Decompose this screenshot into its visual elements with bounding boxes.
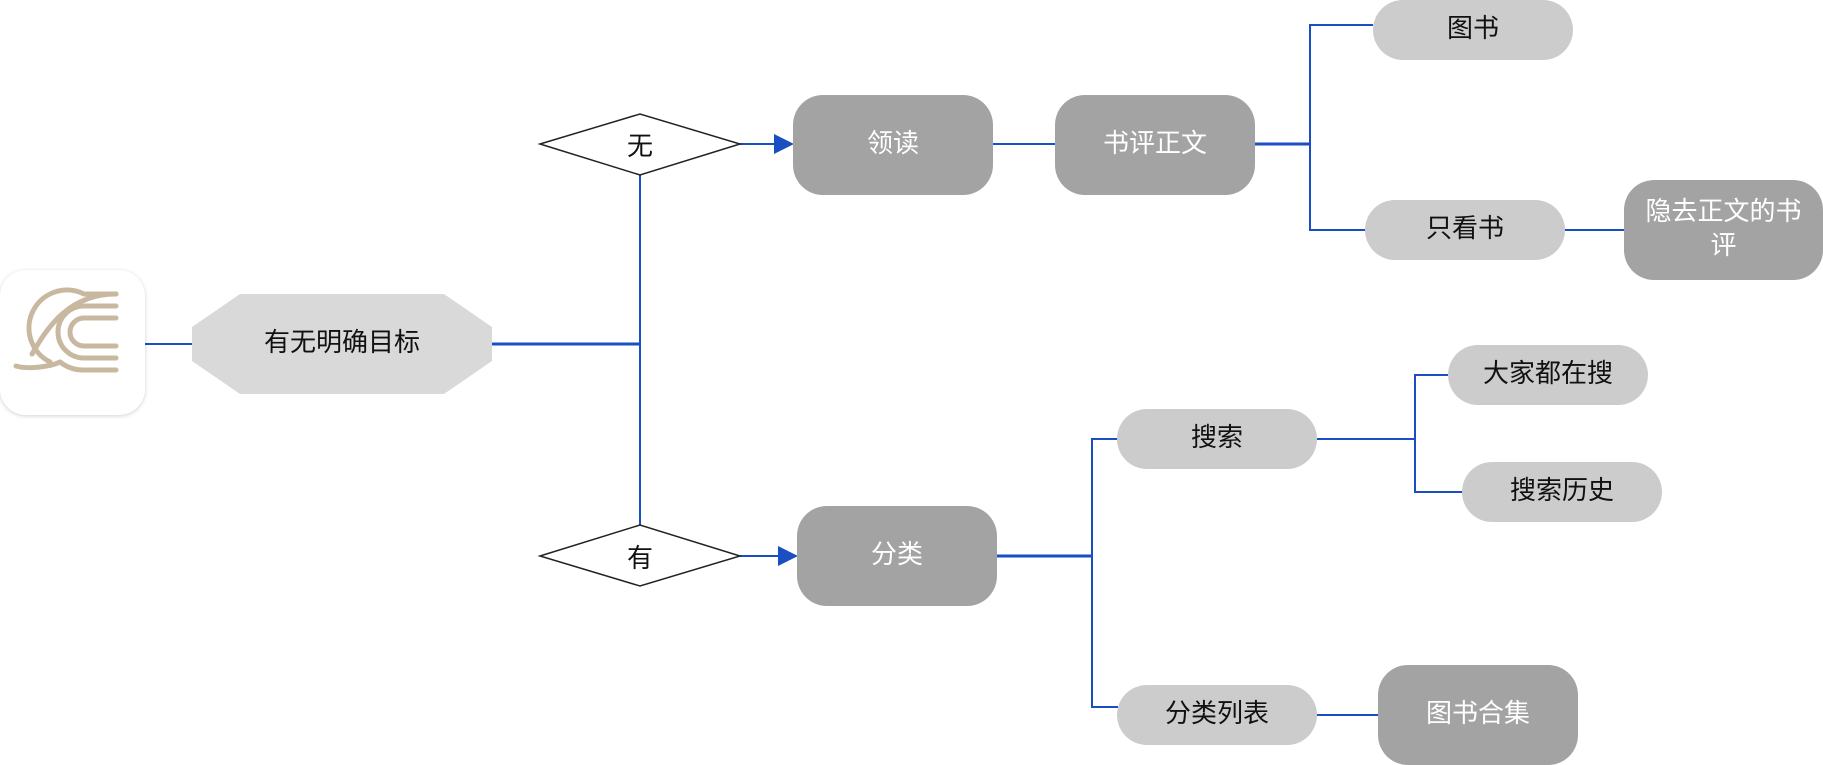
node-book-collection-label: 图书合集 [1425, 699, 1530, 730]
node-category-label: 分类 [870, 540, 923, 571]
node-popular-search: 大家都在搜 [1448, 345, 1648, 405]
node-book-collection: 图书合集 [1378, 665, 1578, 765]
node-review-body-label: 书评正文 [1102, 129, 1207, 160]
node-books-only: 只看书 [1365, 200, 1565, 260]
node-books-label: 图书 [1446, 14, 1499, 45]
node-search: 搜索 [1117, 409, 1317, 469]
node-books-only-label: 只看书 [1425, 214, 1504, 245]
node-category: 分类 [797, 506, 997, 606]
node-category-list: 分类列表 [1117, 685, 1317, 745]
node-books: 图书 [1373, 0, 1573, 60]
node-review-body: 书评正文 [1055, 95, 1255, 195]
node-category-list-label: 分类列表 [1164, 699, 1269, 730]
node-lead-label: 领读 [866, 129, 919, 160]
decision-diamond-has [537, 524, 743, 587]
node-hide-body: 隐去正文的书评 [1624, 180, 1823, 280]
decision-diamond-none [537, 113, 743, 176]
youdao-cloud-note-logo-icon [0, 270, 145, 415]
node-search-label: 搜索 [1190, 423, 1243, 454]
decision-has-label: 有 [626, 543, 653, 574]
node-hide-body-label: 隐去正文的书评 [1645, 197, 1802, 261]
node-search-history: 搜索历史 [1462, 462, 1662, 522]
node-popular-search-label: 大家都在搜 [1482, 359, 1613, 390]
node-lead: 领读 [793, 95, 993, 195]
node-search-history-label: 搜索历史 [1509, 476, 1614, 507]
root-node-label: 有无明确目标 [263, 328, 420, 359]
root-node: 有无明确目标 [192, 294, 492, 394]
decision-none-label: 无 [626, 131, 653, 162]
